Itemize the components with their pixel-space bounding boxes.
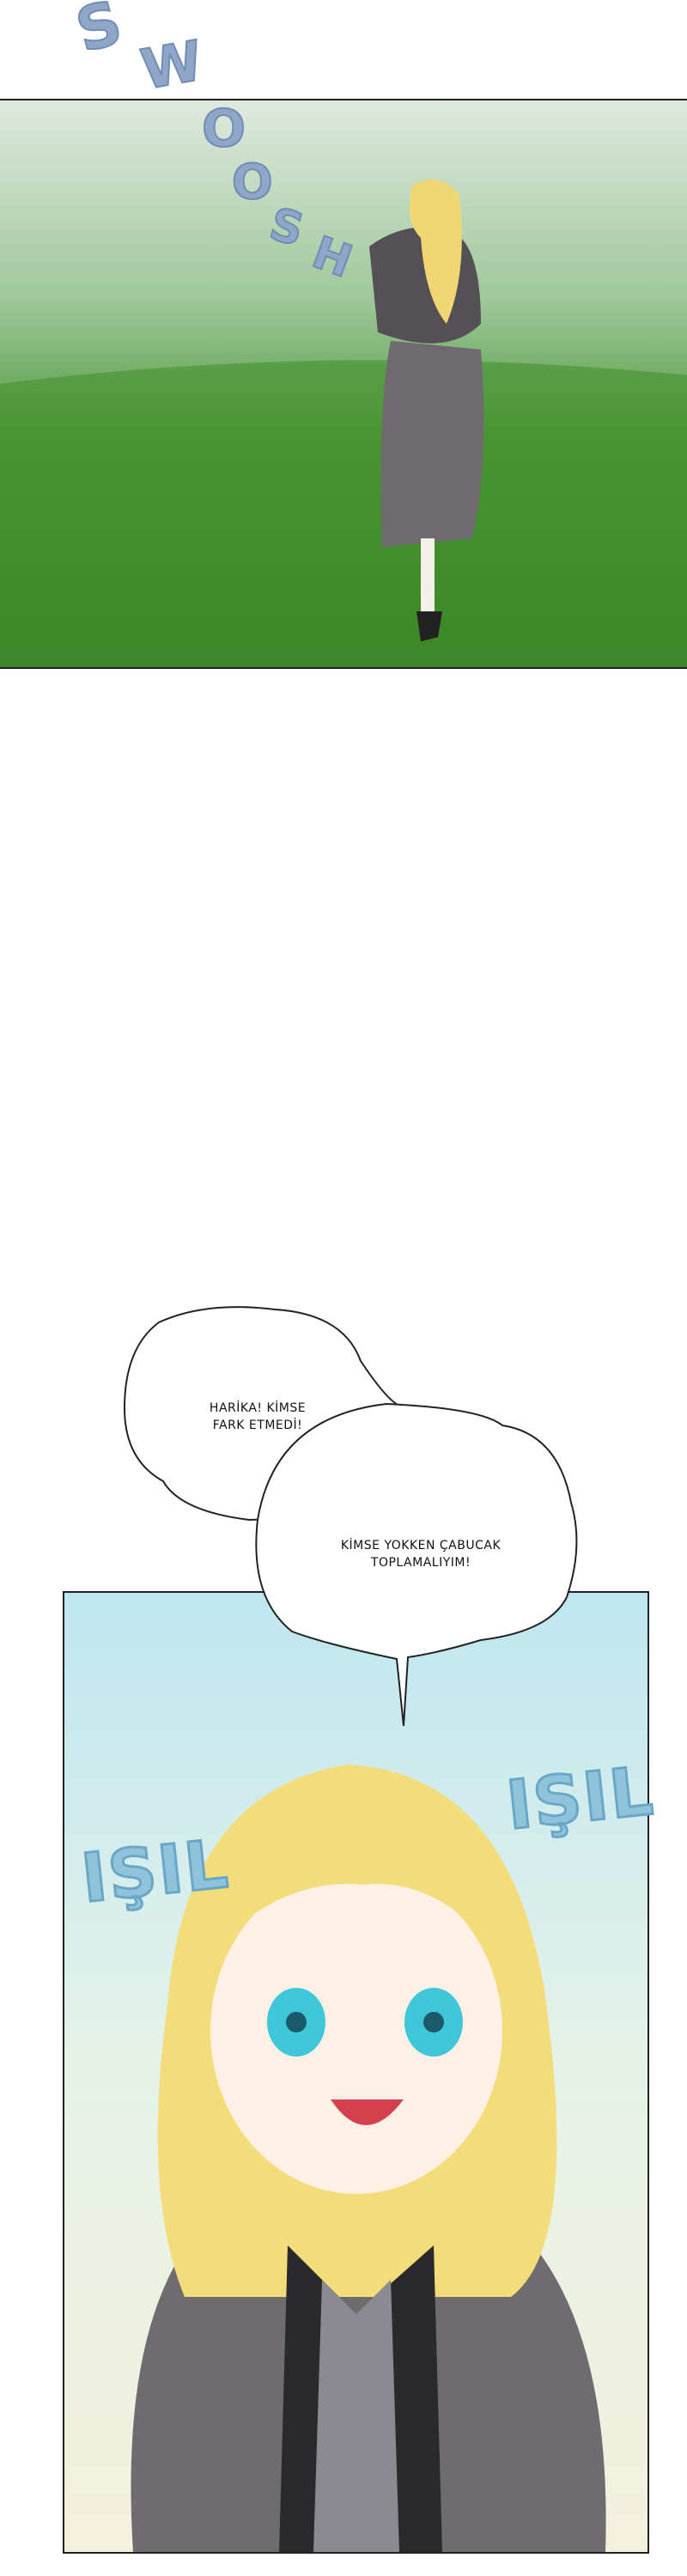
meadow-scene [0,100,687,667]
bubble-2-shape [255,1402,578,1727]
bubble-2-line-2: TOPLAMALIYIM! [370,1556,471,1570]
girl-walking [369,179,484,641]
bubble-1-line-1: HARİKA! KİMSE [209,1401,307,1415]
panel-meadow [0,99,687,669]
bubble-2-line-1: KİMSE YOKKEN ÇABUCAK [340,1539,502,1552]
panel-portrait [63,1591,649,2554]
bubble-1-line-2: FARK ETMEDİ! [212,1419,303,1432]
bubble-2-text: KİMSE YOKKEN ÇABUCAK TOPLAMALIYIM! [292,1537,550,1571]
sfx-swoosh-o2: O [231,154,274,211]
sfx-swoosh-o1: O [201,98,246,160]
bubble-1-text: HARİKA! KİMSE FARK ETMEDİ! [180,1400,335,1434]
portrait-scene [64,1593,647,2552]
